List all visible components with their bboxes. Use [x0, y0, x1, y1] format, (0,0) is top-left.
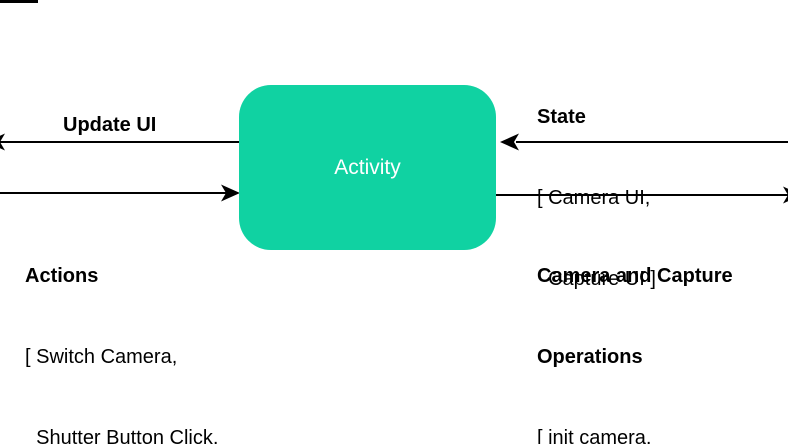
top-edge-artifact — [0, 0, 38, 3]
activity-node: Activity — [239, 85, 496, 250]
activity-label: Activity — [334, 155, 401, 179]
update-ui-label: Update UI — [63, 114, 157, 136]
state-arrowhead — [500, 133, 519, 151]
state-title: State — [537, 106, 586, 128]
state-line: [ Camera UI, — [537, 187, 651, 209]
camera-ops-title: Camera and Capture — [537, 265, 733, 287]
actions-line: [ Switch Camera, — [25, 346, 178, 368]
actions-title: Actions — [25, 265, 99, 287]
state-block: State [ Camera UI, Capture UI ] — [537, 50, 656, 347]
camera-ops-arrowhead — [783, 186, 788, 204]
state-line: Capture UI ] — [537, 268, 656, 290]
camera-ops-line: [ init camera, — [537, 427, 652, 444]
camera-ops-title: Operations — [537, 346, 643, 368]
actions-block: Actions [ Switch Camera, Shutter Button … — [25, 209, 267, 444]
actions-line: Shutter Button Click, — [25, 427, 219, 444]
update-ui-arrowhead — [0, 133, 5, 151]
actions-arrowhead — [221, 184, 240, 202]
camera-ops-block: Camera and Capture Operations [ init cam… — [537, 209, 733, 444]
